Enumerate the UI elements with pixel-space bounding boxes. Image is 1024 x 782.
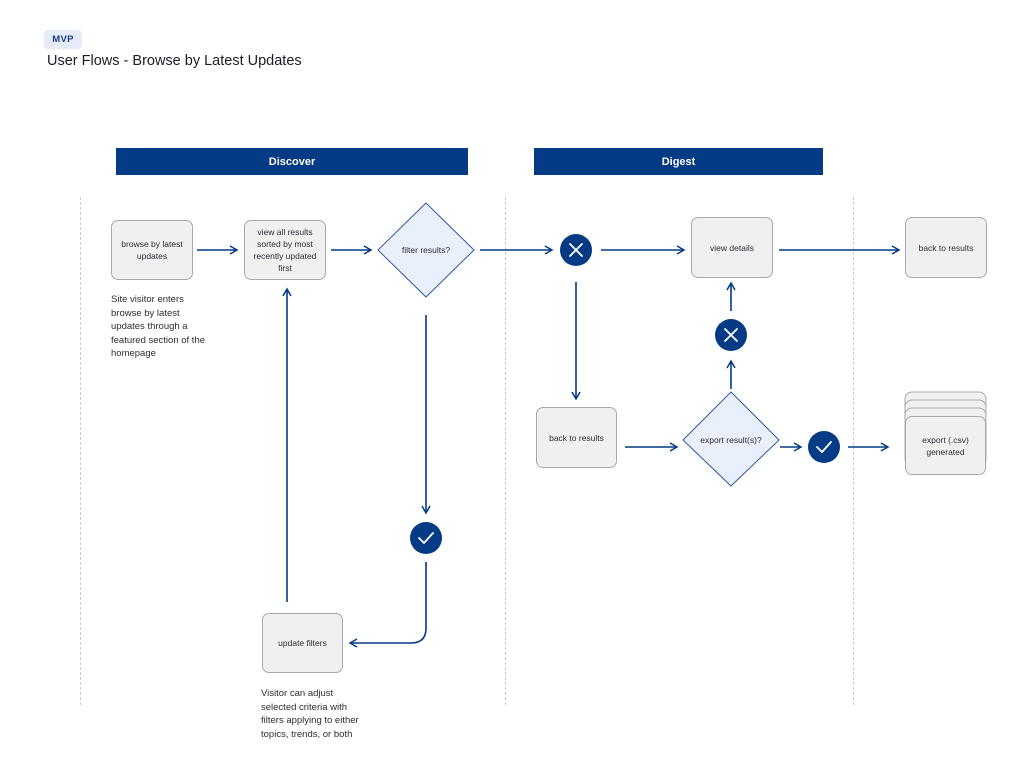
node-view-details: view details [691,217,773,278]
export-decision-label: export result(s)? [700,435,762,445]
node-back-to-results: back to results [536,407,617,468]
filters-annotation: Visitor can adjust selected criteria wit… [261,688,359,740]
node-back-to-results: back to results [905,217,987,278]
page-title: User Flows - Browse by Latest Updates [47,53,302,69]
node-view-all-results: view all results sorted by most recently… [244,220,326,280]
mvp-badge: MVP [44,30,82,49]
entry-annotation: Site visitor enters browse by latest upd… [111,294,206,360]
phase-digest-header: Digest [534,148,823,175]
node-export-csv-generated: export (.csv) generated [905,416,986,475]
filter-decision-label: filter results? [401,245,451,255]
node-browse-by-latest-updates: browse by latest updates [111,220,193,280]
decline-icon [715,319,747,351]
decline-icon [560,234,592,266]
swimlane-divider [80,197,81,705]
swimlane-divider [505,197,506,705]
checkmark-icon [808,431,840,463]
arrow-accept-to-update-filters [348,562,427,648]
export-decision-diamond [682,391,780,487]
phase-discover-header: Discover [116,148,468,175]
swimlane-divider [853,197,854,705]
filter-decision-diamond [377,202,475,298]
checkmark-icon [410,522,442,554]
node-update-filters: update filters [262,613,343,673]
